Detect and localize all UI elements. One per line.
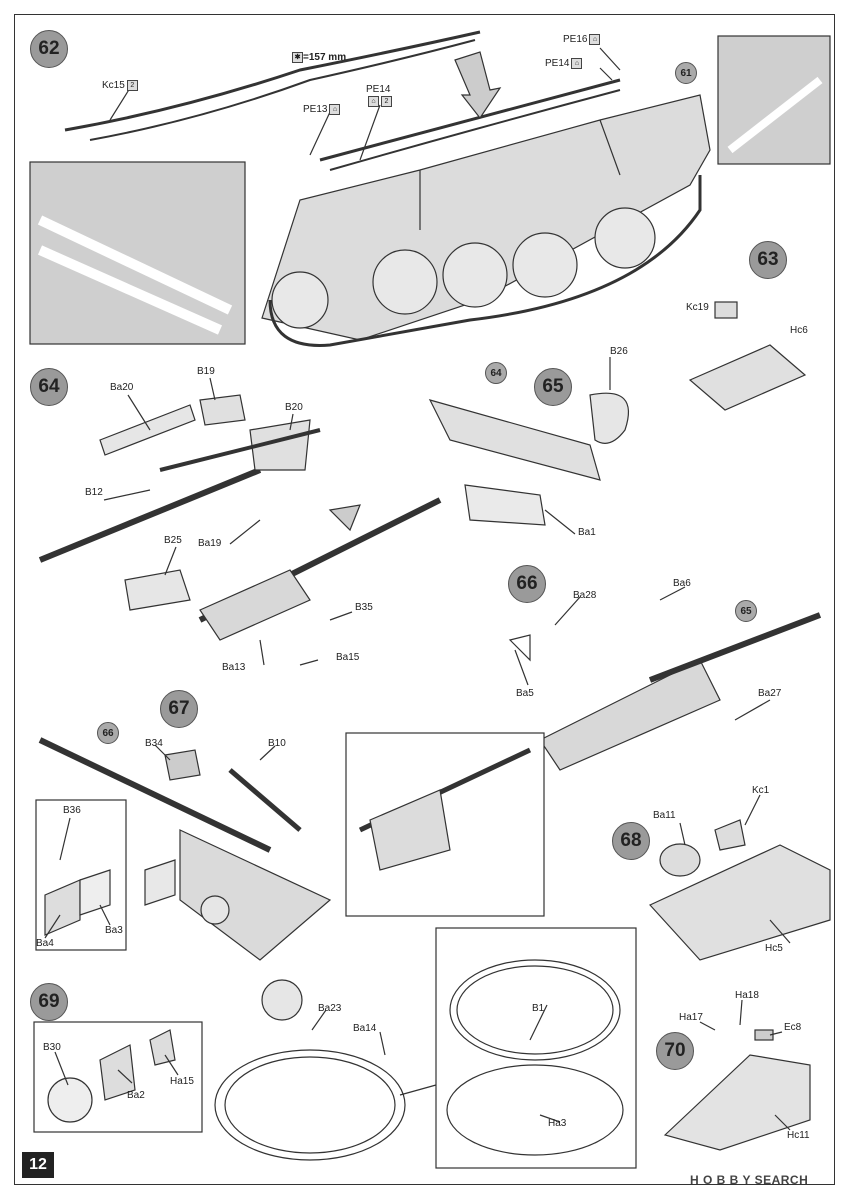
label-ba27: Ba27 [758,688,782,699]
quantity-icon: 2 [381,96,392,107]
label-b34: B34 [145,738,163,749]
label-ha18: Ha18 [735,990,759,1001]
label-b19: B19 [197,366,215,377]
label-pe16: PE16⌂ [563,34,601,45]
label-ba28: Ba28 [573,590,597,601]
quantity-icon: 2 [126,80,138,91]
step-number-65: 65 [534,368,572,406]
label-pe13: PE13⌂ [303,104,341,115]
label-kc19: Kc19 [686,302,709,313]
label-ba2: Ba2 [127,1090,145,1101]
label-ba3: Ba3 [105,925,123,936]
label-ba5: Ba5 [516,688,534,699]
photo-etch-icon: ⌂ [571,58,583,69]
label-b10: B10 [268,738,286,749]
step-number-66: 66 [508,565,546,603]
step-number-63: 63 [749,241,787,279]
step-number-69: 69 [30,983,68,1021]
pe14-quantity: ⌂2 [366,96,392,107]
ref-step-66: 66 [97,722,119,744]
label-ba14: Ba14 [353,1023,377,1034]
label-ba1: Ba1 [578,527,596,538]
ref-step-64: 64 [485,362,507,384]
label-pe14-b: PE14⌂ [545,58,583,69]
label-ha3: Ha3 [548,1118,567,1129]
photo-etch-icon: ⌂ [368,96,379,107]
label-ba19: Ba19 [198,538,222,549]
label-b36: B36 [63,805,81,816]
photo-etch-icon: ⌂ [329,104,341,115]
label-b12: B12 [85,487,103,498]
label-ba11: Ba11 [653,810,676,821]
label-ba13: Ba13 [222,662,246,673]
watermark: H O B B Y SEARCH [690,1173,809,1187]
step-number-68: 68 [612,822,650,860]
label-ec8: Ec8 [784,1022,802,1033]
page-number: 12 [22,1152,54,1178]
label-ba20: Ba20 [110,382,134,393]
step-number-67: 67 [160,690,198,728]
step-number-70: 70 [656,1032,694,1070]
label-b1: B1 [532,1003,545,1014]
label-ba4: Ba4 [36,938,54,949]
label-b26: B26 [610,346,628,357]
label-ha17: Ha17 [679,1012,703,1023]
step-number-64: 64 [30,368,68,406]
label-ba6: Ba6 [673,578,691,589]
label-ba23: Ba23 [318,1003,342,1014]
label-hc6: Hc6 [790,325,808,336]
photo-etch-icon: ⌂ [589,34,601,45]
cable-length-label: ✱=157 mm [290,52,346,63]
tank-hull-drawing [261,94,711,347]
label-kc1: Kc1 [752,785,770,796]
label-b20: B20 [285,402,303,413]
label-hc5: Hc5 [765,943,783,954]
label-b25: B25 [164,535,182,546]
label-ba15: Ba15 [336,652,360,663]
step-number-62: 62 [30,30,68,68]
label-ha15: Ha15 [170,1076,194,1087]
label-hc11: Hc11 [787,1130,810,1141]
page-border [14,14,835,1185]
label-b30: B30 [43,1042,61,1053]
ref-step-61: 61 [675,62,697,84]
label-pe14: PE14 [366,84,391,95]
cable-icon: ✱ [292,52,303,63]
ref-step-65: 65 [735,600,757,622]
label-b35: B35 [355,602,373,613]
